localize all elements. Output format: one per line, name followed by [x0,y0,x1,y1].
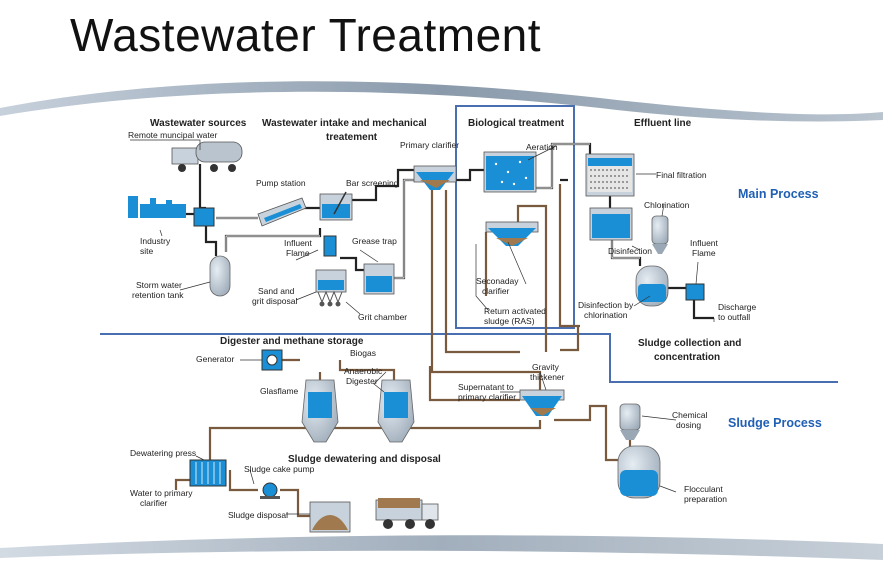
label-intake-line1: Wastewater intake and mechanical [262,118,427,129]
label-anaerobic-2: Digester [346,376,378,386]
sludge-pipes [174,184,632,518]
label-influent-b1: Influent [690,238,719,248]
label-generator: Generator [196,354,234,364]
label-dewatering: Sludge dewatering and disposal [288,454,441,465]
label-sludge-disposal: Sludge disposal [228,510,288,520]
label-glasflame: Glasflame [260,386,299,396]
label-storm-1: Storm water [136,280,182,290]
label-sludge-process: Sludge Process [728,416,822,430]
label-sludge-cake-pump: Sludge cake pump [244,464,315,474]
label-industry-2: site [140,246,154,256]
influent-flame-icon [323,235,337,257]
grit-chamber-icon [315,269,347,307]
label-flocculant-2: preparation [684,494,727,504]
label-flocculant-1: Flocculant [684,484,723,494]
final-filtration-icon [585,153,635,197]
chlorination-contact-tank-icon [635,265,669,307]
disinfection-tank-icon [589,207,633,241]
label-bar-screening: Bar screening [346,178,399,188]
label-secondary-1: Seconaday [476,276,519,286]
label-chemical-1: Chemical [672,410,708,420]
label-supernatant-2: primary clarifier [458,392,516,402]
label-influent-2: Flame [286,248,310,258]
label-discharge-1: Discharge [718,302,757,312]
sludge-truck-icon [375,498,439,529]
water-truck-icon [171,141,243,172]
label-discharge-2: to outfall [718,312,750,322]
label-wastewater-sources: Wastewater sources [150,118,247,129]
label-gravity-1: Gravity [532,362,560,372]
label-influent-1: Influent [284,238,313,248]
aeration-tank-icon [483,151,537,193]
process-divider-line [100,333,838,383]
label-pump-station: Pump station [256,178,306,188]
label-sludge-collection-2: concentration [654,352,720,363]
bar-screening-tank-icon [319,191,353,221]
anaerobic-digester-icon [301,379,415,443]
label-remote-water: Remote muncipal water [128,130,217,140]
label-effluent-line: Effluent line [634,118,692,129]
label-sand-2: grit disposal [252,296,297,306]
label-anaerobic-1: Anaerobic [344,366,383,376]
label-chlorination: Chlorination [644,200,690,210]
label-disinfection-chlor-1: Disinfection by [578,300,634,310]
label-dewatering-press: Dewatering press [130,448,196,458]
label-sand-1: Sand and [258,286,295,296]
chemical-dosing-icon [619,403,641,440]
storm-water-tank-icon [209,255,231,297]
main-pipes-inner [216,143,640,279]
bottom-swoosh [0,535,883,560]
primary-clarifier-icon [413,165,457,190]
label-ras-1: Return activated [484,306,546,316]
label-grit-chamber: Grit chamber [358,312,407,322]
label-final-filtration: Final filtration [656,170,707,180]
label-secondary-2: clarifier [482,286,510,296]
label-intake-line2: treatement [326,132,378,143]
label-disinfection-chlor-2: chlorination [584,310,628,320]
label-water-primary-2: clarifier [140,498,168,508]
chlorination-tank-icon [651,215,669,254]
label-ras-2: sludge (RAS) [484,316,535,326]
pump-station-icon [193,207,215,227]
generator-icon [261,349,283,371]
diagram-labels: Wastewater sources Wastewater intake and… [128,118,822,520]
label-storm-2: retention tank [132,290,184,300]
label-gravity-2: thickener [530,372,565,382]
biological-treatment-box [455,105,575,329]
dewatering-press-icon [189,459,227,487]
secondary-clarifier-icon [485,221,539,246]
label-grease-trap: Grease trap [352,236,397,246]
top-swoosh [0,81,883,122]
label-biological-treatment: Biological treatment [468,118,565,129]
gravity-thickener-icon [519,389,565,416]
label-main-process: Main Process [738,187,819,201]
label-water-primary-1: Water to primary [130,488,193,498]
label-digester: Digester and methane storage [220,336,364,347]
label-industry-1: Industry [140,236,171,246]
bar-screening-conveyor-icon [257,197,307,227]
label-sludge-collection-1: Sludge collection and [638,338,741,349]
sludge-disposal-pile-icon [309,501,351,533]
grease-trap-icon [363,263,395,295]
flocculant-tank-icon [617,445,661,499]
label-chemical-2: dosing [676,420,701,430]
label-primary-clarifier: Primary clarifier [400,140,459,150]
label-supernatant-1: Supernatant to [458,382,514,392]
industry-site-icon [128,196,186,218]
page-title: Wastewater Treatment [70,9,542,61]
label-influent-b2: Flame [692,248,716,258]
influent-flame-b-icon [685,283,705,301]
sludge-cake-pump-icon [260,482,280,499]
label-aeration: Aeration [526,142,558,152]
label-biogas: Biogas [350,348,376,358]
label-disinfection: Disinfection [608,246,652,256]
leader-lines [130,139,715,515]
